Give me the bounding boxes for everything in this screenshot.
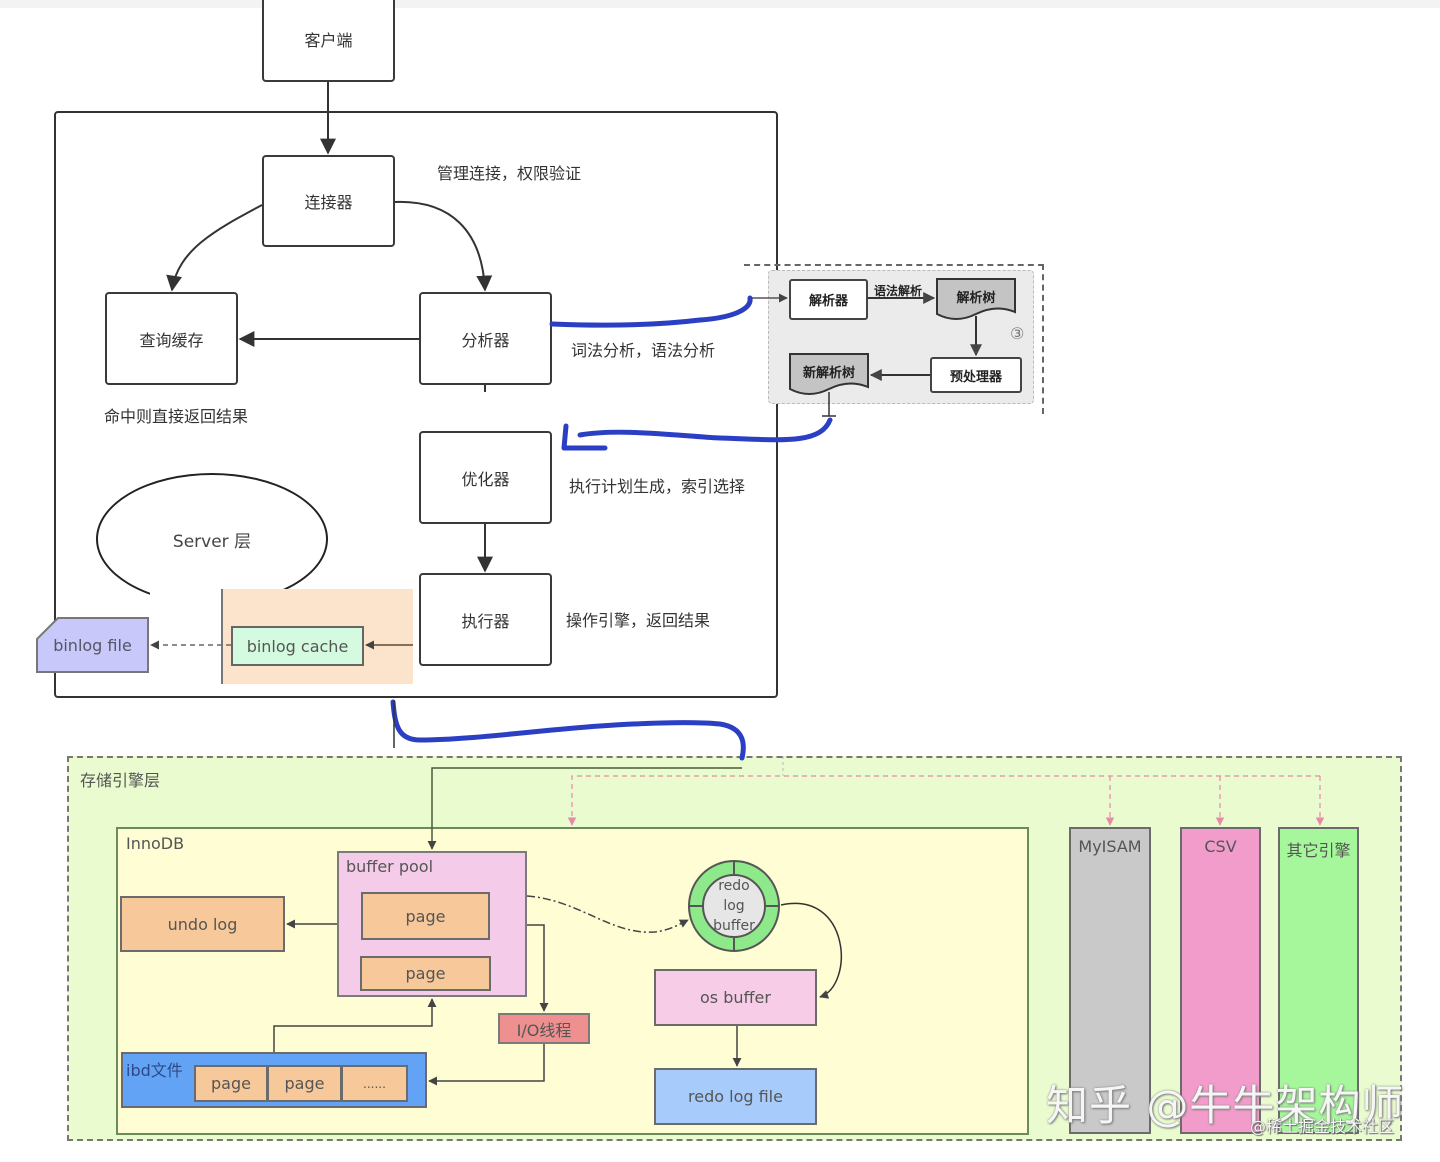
undo-log-node: undo log	[120, 896, 285, 952]
buffer-page-1-label: page	[405, 906, 446, 926]
redo-log-file-label: redo log file	[688, 1087, 783, 1106]
binlog-cache-label: binlog cache	[246, 636, 349, 656]
preprocessor-label: 预处理器	[949, 369, 1002, 385]
binlog-file-shape	[36, 617, 149, 673]
io-thread-label: I/O线程	[516, 1020, 572, 1040]
new-parse-tree-shape	[789, 353, 869, 395]
ibd-page-more: ......	[341, 1065, 408, 1102]
redo-log-file-node: redo log file	[654, 1068, 817, 1125]
parse-tree-shape	[936, 278, 1016, 320]
executor-node: 执行器	[419, 573, 552, 666]
undo-log-label: undo log	[167, 914, 238, 934]
parser-node: 解析器	[789, 279, 868, 320]
redo-line-1: redo	[718, 878, 750, 894]
buffer-page-2: page	[360, 956, 491, 991]
storage-layer-label: 存储引擎层	[80, 771, 161, 790]
watermark-main: 知乎 @牛牛架构师	[1046, 1081, 1405, 1130]
server-layer-label: Server 层	[172, 531, 252, 552]
buffer-page-1: page	[361, 892, 490, 940]
redo-line-3: buffer	[713, 918, 755, 934]
binlog-file-node	[36, 617, 149, 673]
parser-label: 解析器	[808, 294, 848, 309]
optimizer-node: 优化器	[419, 431, 552, 524]
os-buffer-node: os buffer	[654, 969, 817, 1026]
client-node: 客户端	[262, 0, 395, 82]
innodb-label: InnoDB	[126, 834, 185, 853]
client-label: 客户端	[304, 31, 353, 50]
query-cache-node: 查询缓存	[105, 292, 238, 385]
engine-other: 其它引擎	[1278, 827, 1359, 1134]
analyzer-node: 分析器	[419, 292, 552, 385]
parse-detail-frame	[744, 264, 1044, 414]
connector-node: 连接器	[262, 155, 395, 247]
analyzer-label: 分析器	[461, 330, 510, 350]
step-badge: ③	[1010, 324, 1025, 343]
buffer-page-2-label: page	[405, 964, 446, 983]
query-cache-label: 查询缓存	[139, 330, 204, 350]
ibd-page-1: page	[194, 1065, 268, 1102]
buffer-pool-label: buffer pool	[346, 857, 434, 876]
optimizer-label: 优化器	[461, 469, 510, 489]
analyzer-note: 词法分析，语法分析	[571, 341, 716, 360]
syntax-parse-edge-label: 语法解析	[874, 284, 923, 298]
server-layer-ellipse: Server 层	[96, 473, 328, 605]
ibd-page-2: page	[267, 1065, 342, 1102]
ibd-page-2-label: page	[284, 1074, 325, 1093]
engine-other-label: 其它引擎	[1286, 841, 1351, 860]
ibd-page-1-label: page	[211, 1074, 251, 1093]
preprocessor-node: 预处理器	[930, 357, 1022, 393]
redo-log-buffer-node	[688, 860, 780, 952]
engine-csv: CSV	[1180, 827, 1261, 1134]
redo-log-buffer-label: redo log buffer	[686, 876, 782, 936]
server-layer-frame	[54, 111, 778, 698]
parse-tree-node	[936, 278, 1016, 320]
engine-csv-label: CSV	[1204, 837, 1237, 856]
new-parse-tree-label: 新解析树	[802, 366, 855, 381]
engine-myisam-label: MyISAM	[1078, 837, 1142, 856]
engine-myisam: MyISAM	[1069, 827, 1151, 1134]
parse-tree-label: 解析树	[956, 291, 996, 306]
binlog-file-label: binlog file	[53, 635, 132, 655]
executor-note: 操作引擎，返回结果	[566, 611, 711, 630]
connector-label: 连接器	[304, 193, 353, 212]
os-buffer-label: os buffer	[700, 988, 771, 1007]
io-thread-node: I/O线程	[498, 1013, 590, 1044]
executor-label: 执行器	[461, 611, 510, 631]
new-parse-tree-node	[789, 353, 869, 395]
optimizer-note: 执行计划生成，索引选择	[569, 477, 746, 496]
query-cache-note: 命中则直接返回结果	[104, 407, 249, 426]
top-strip	[0, 0, 1440, 8]
ibd-file-label: ibd文件	[126, 1061, 183, 1080]
annotation-server-to-storage	[390, 699, 746, 761]
ibd-page-more-label: ......	[363, 1076, 386, 1091]
watermark-sub: @稀土掘金技术社区	[1250, 1117, 1395, 1136]
connector-note: 管理连接，权限验证	[437, 164, 582, 183]
binlog-cache-node: binlog cache	[231, 626, 364, 666]
redo-line-2: log	[723, 898, 745, 914]
